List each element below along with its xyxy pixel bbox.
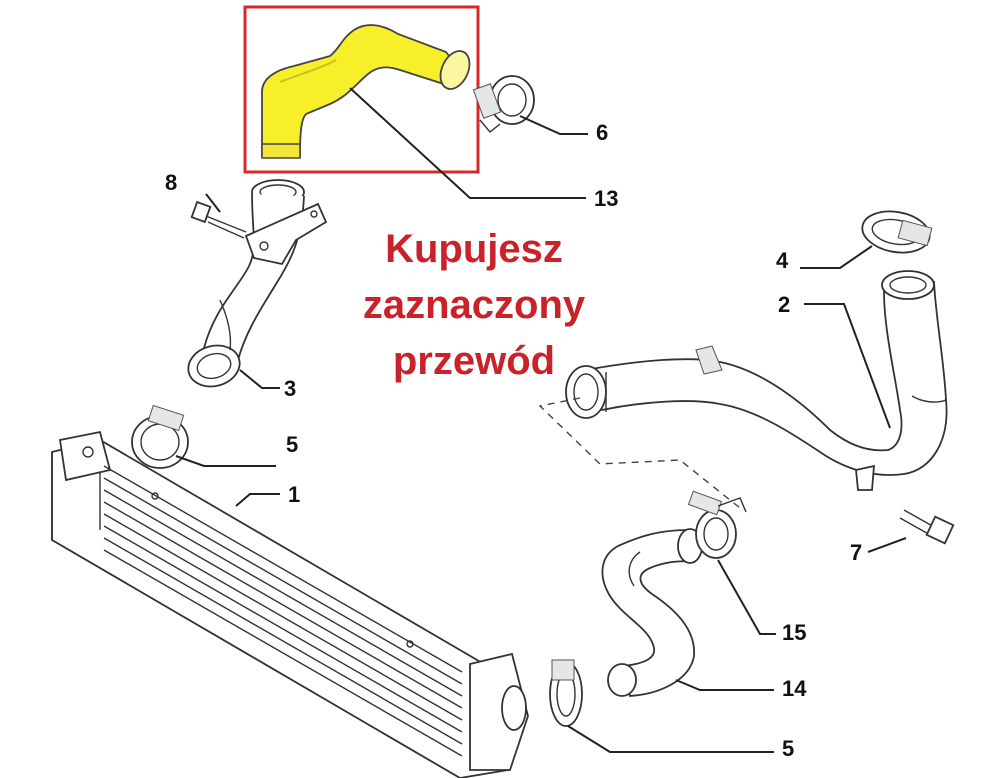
label-5-upper: 5 [286, 432, 298, 457]
label-8: 8 [165, 170, 177, 195]
label-3: 3 [284, 376, 296, 401]
clamp-5-lower[interactable] [549, 659, 583, 727]
label-13: 13 [594, 186, 618, 211]
hose-14[interactable] [601, 528, 703, 697]
label-4: 4 [776, 248, 789, 273]
hose-2[interactable] [565, 270, 948, 491]
hose-13[interactable] [261, 24, 462, 157]
dashed-connection [538, 397, 741, 509]
hose-13-end [439, 50, 471, 90]
leader-lines [175, 87, 907, 753]
clamp-6[interactable] [472, 75, 535, 133]
clamp-5-upper[interactable] [131, 404, 189, 469]
bolt-8[interactable] [190, 200, 247, 239]
caption-line-3: przewód [393, 339, 555, 383]
clamp-15[interactable] [687, 490, 747, 559]
intercooler-1[interactable] [51, 430, 529, 778]
label-5-lower: 5 [782, 736, 794, 761]
bracket-3 [244, 202, 328, 266]
hose-13-cuff [261, 143, 301, 159]
hose-13-shade [279, 59, 337, 83]
highlighted-part-13[interactable] [243, 5, 480, 174]
caption-line-1: Kupujesz [385, 227, 563, 271]
label-14: 14 [782, 676, 807, 701]
caption-line-2: zaznaczony [363, 283, 586, 327]
label-2: 2 [778, 292, 790, 317]
label-1: 1 [288, 482, 300, 507]
label-15: 15 [782, 620, 806, 645]
bolt-7[interactable] [899, 509, 955, 545]
clamp-4[interactable] [859, 206, 933, 257]
label-7: 7 [850, 540, 862, 565]
caption: Kupujesz zaznaczony przewód [363, 227, 586, 383]
label-6: 6 [596, 120, 608, 145]
